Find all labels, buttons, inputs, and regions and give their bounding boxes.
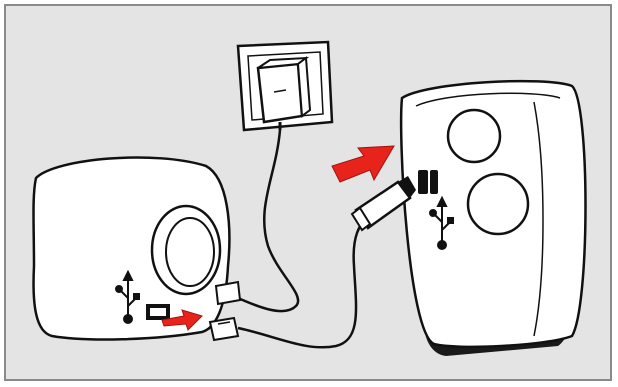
- power-plug-icon: [216, 282, 240, 304]
- usb-cable: [238, 212, 372, 347]
- power-cable: [238, 130, 298, 311]
- connection-illustration: [6, 6, 610, 379]
- satellite-speaker-icon: [401, 81, 585, 356]
- subwoofer-icon: [34, 157, 230, 339]
- usb-plug-icon: [210, 318, 238, 340]
- red-arrow-icon: [332, 146, 394, 182]
- diagram-frame: [4, 4, 612, 381]
